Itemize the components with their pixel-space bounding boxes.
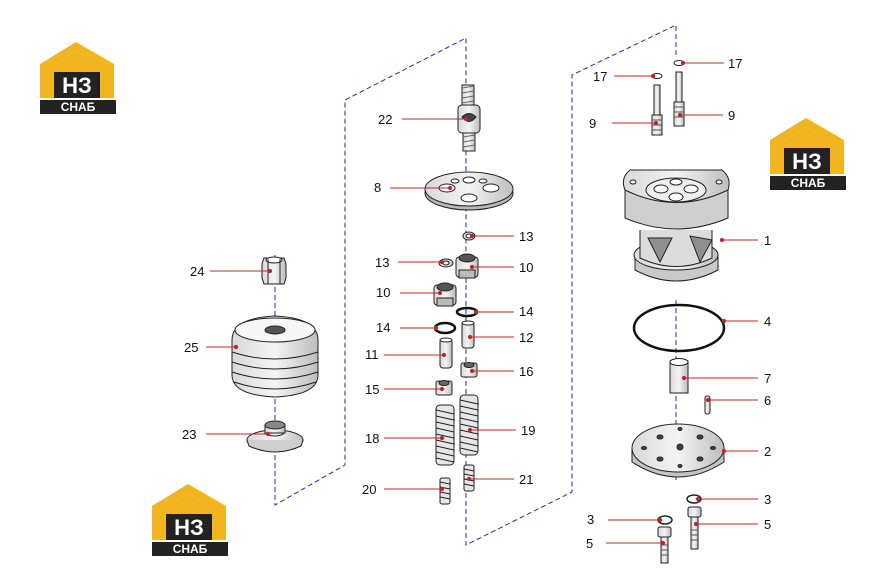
part-11-12-pistons <box>439 320 475 369</box>
leader-dot-8 <box>447 185 453 191</box>
leader-dot-2 <box>721 448 727 454</box>
callout-leaders <box>206 60 758 546</box>
callout-label-9: 9 <box>589 116 596 131</box>
leader-dot-24 <box>267 268 273 274</box>
callout-label-8: 8 <box>374 180 381 195</box>
leader-dot-10 <box>437 290 443 296</box>
callout-label-15: 15 <box>365 382 379 397</box>
part-8-plate <box>424 171 514 211</box>
leader-dot-17 <box>680 60 686 66</box>
logo-mark: НЗ <box>792 149 822 174</box>
callout-label-3: 3 <box>587 512 594 527</box>
part-4-oring <box>632 303 726 353</box>
callout-label-4: 4 <box>764 314 771 329</box>
leader-dot-21 <box>466 476 472 482</box>
callout-label-5: 5 <box>586 536 593 551</box>
leader-dot-11 <box>441 352 447 358</box>
part-15-16-seats <box>435 362 478 396</box>
leader-dot-15 <box>439 386 445 392</box>
leader-dot-16 <box>469 368 475 374</box>
leader-dot-4 <box>721 318 727 324</box>
leader-dot-13 <box>469 233 475 239</box>
leader-dot-22 <box>463 116 469 122</box>
leader-dot-10 <box>469 264 475 270</box>
leader-dot-18 <box>439 435 445 441</box>
callout-label-10: 10 <box>519 260 533 275</box>
callout-label-16: 16 <box>519 364 533 379</box>
callout-label-9: 9 <box>728 108 735 123</box>
callout-label-5: 5 <box>764 517 771 532</box>
logo-right: НЗ СНАБ <box>770 118 846 190</box>
leader-dot-1 <box>719 237 725 243</box>
part-1-body <box>622 169 730 282</box>
leader-dot-3 <box>695 496 701 502</box>
part-25-boot <box>231 315 319 398</box>
leader-dot-13 <box>439 259 445 265</box>
leader-dot-17 <box>650 73 656 79</box>
leader-dot-19 <box>467 427 473 433</box>
callout-label-7: 7 <box>764 371 771 386</box>
callout-label-17: 17 <box>593 69 607 84</box>
callout-label-25: 25 <box>184 340 198 355</box>
callout-label-13: 13 <box>375 255 389 270</box>
leader-dot-14 <box>433 325 439 331</box>
logo-top-left: НЗ СНАБ <box>40 42 116 114</box>
leader-dot-3 <box>657 517 663 523</box>
callout-label-18: 18 <box>365 431 379 446</box>
part-10-spools <box>433 253 479 307</box>
logo-bottom-left: НЗ СНАБ <box>152 484 228 556</box>
leader-dot-9 <box>653 120 659 126</box>
callout-label-12: 12 <box>519 330 533 345</box>
leader-dot-25 <box>233 344 239 350</box>
logo-subtitle: СНАБ <box>173 542 208 556</box>
leader-dot-20 <box>439 486 445 492</box>
leader-dot-12 <box>467 334 473 340</box>
callout-label-20: 20 <box>362 482 376 497</box>
part-7-bushing <box>669 358 689 394</box>
part-23-plate <box>246 420 304 453</box>
leader-dot-6 <box>705 397 711 403</box>
callout-label-22: 22 <box>378 112 392 127</box>
callout-label-13: 13 <box>519 229 533 244</box>
leader-dot-7 <box>681 375 687 381</box>
callout-label-21: 21 <box>519 472 533 487</box>
logo-subtitle: СНАБ <box>61 100 96 114</box>
callout-label-19: 19 <box>521 423 535 438</box>
callout-label-14: 14 <box>376 320 390 335</box>
callout-label-1: 1 <box>764 233 771 248</box>
callout-label-11: 11 <box>365 347 379 362</box>
leader-dot-14 <box>473 309 479 315</box>
callout-label-6: 6 <box>764 393 771 408</box>
part-20-21-springs <box>439 464 475 505</box>
callout-label-2: 2 <box>764 444 771 459</box>
part-18-19-springs <box>435 394 479 466</box>
callout-label-10: 10 <box>376 285 390 300</box>
leader-dot-5 <box>693 521 699 527</box>
logo-mark: НЗ <box>62 73 92 98</box>
callout-label-14: 14 <box>519 304 533 319</box>
part-5-bolts <box>657 506 702 564</box>
leader-dot-9 <box>677 112 683 118</box>
callout-label-24: 24 <box>190 264 204 279</box>
part-2-flange <box>631 423 725 478</box>
logo-mark: НЗ <box>174 515 204 540</box>
assembly-boundaries <box>274 24 677 546</box>
part-22-shaft <box>457 84 481 152</box>
part-24-nut <box>261 256 287 285</box>
leader-dot-23 <box>265 431 271 437</box>
logo-subtitle: СНАБ <box>791 176 826 190</box>
leader-dot-5 <box>660 540 666 546</box>
callout-label-17: 17 <box>728 56 742 71</box>
callout-label-3: 3 <box>764 492 771 507</box>
callout-label-23: 23 <box>182 427 196 442</box>
logos: НЗ СНАБ НЗ СНАБ НЗ СНАБ <box>40 42 846 556</box>
